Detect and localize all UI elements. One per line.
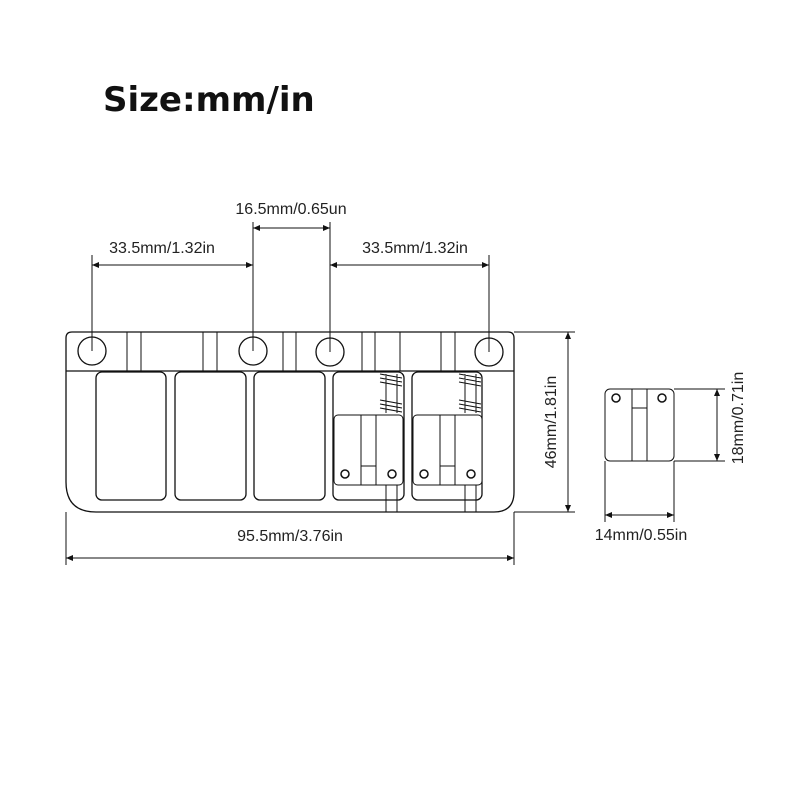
saddles — [333, 373, 483, 512]
mounting-holes — [77, 336, 504, 367]
page-title: Size:mm/in — [103, 80, 315, 120]
dim-hole-center: 16.5mm/0.65un — [235, 201, 346, 218]
dim-hole-right: 33.5mm/1.32in — [362, 240, 468, 257]
dim-total-height: 46mm/1.81in — [543, 376, 560, 469]
dim-saddle-width: 14mm/0.55in — [595, 527, 688, 544]
dim-saddle-height: 18mm/0.71in — [730, 372, 747, 465]
saddle-detail — [604, 388, 725, 522]
dim-total-width: 95.5mm/3.76in — [237, 528, 343, 545]
dim-hole-left: 33.5mm/1.32in — [109, 240, 215, 257]
bridge-body — [65, 331, 515, 513]
